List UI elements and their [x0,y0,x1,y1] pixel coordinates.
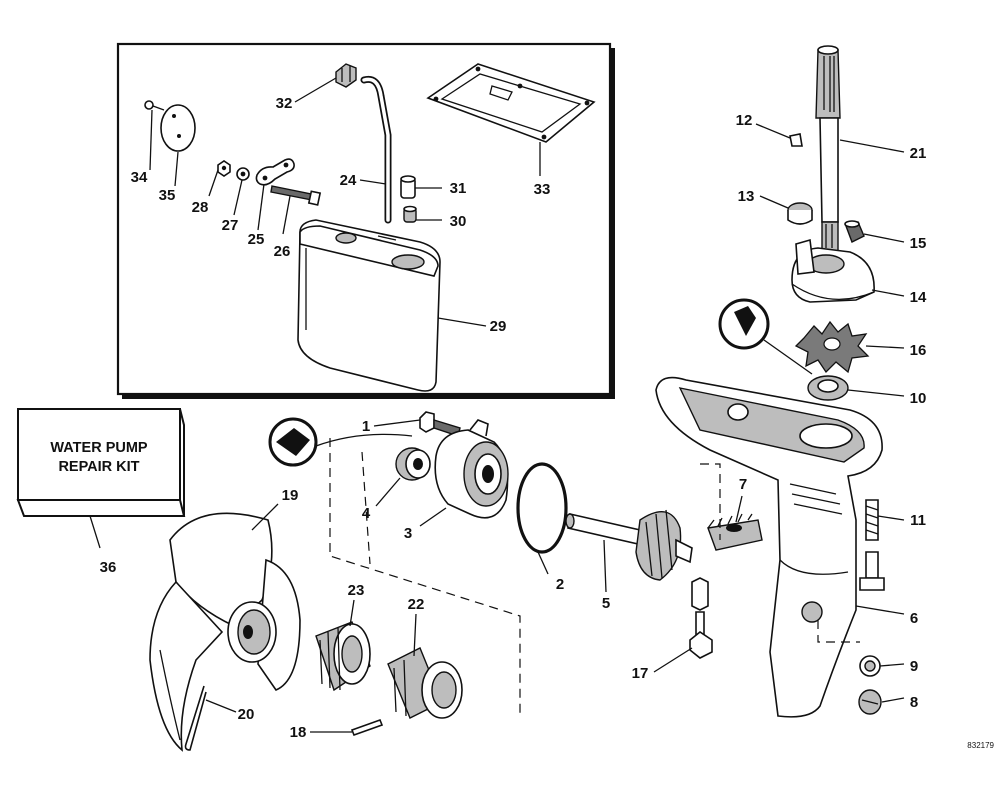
part-10-seal [807,375,849,401]
part-2-o-ring [516,462,568,554]
callout-4: 4 [362,505,371,522]
callout-17: 17 [632,665,649,682]
part-27-washer [236,167,250,181]
part-23-splined-drive [315,621,371,692]
part-29-exhaust-housing [297,219,441,392]
callout-3: 3 [404,525,412,542]
callout-1: 1 [362,418,370,435]
part-21-driveshaft [815,45,841,253]
seal-lubricant-icon [718,298,813,375]
callout-36: 36 [100,559,117,576]
kit-title-line-2: REPAIR KIT [58,459,139,475]
callout-22: 22 [408,596,425,613]
part-13-plug [787,202,813,225]
part-34-screw [144,100,165,111]
part-15-screw [844,220,865,243]
callout-8: 8 [910,694,918,711]
callout-18: 18 [290,724,307,741]
part-3-bearing-housing [434,419,509,519]
part-6-gearcase [655,376,883,718]
callout-10: 10 [910,390,927,407]
part-20-cotter-pin [184,685,207,751]
callout-26: 26 [274,243,291,260]
callout-33: 33 [534,181,551,198]
callout-19: 19 [282,487,299,504]
part-22-thrust-hub [387,647,463,719]
kit-title-line-1: WATER PUMP [50,440,148,456]
grease-applicator-icon [268,417,413,467]
figure-code: 832179 [967,741,994,750]
part-9-washer [859,655,881,677]
callout-12: 12 [736,112,753,129]
callout-13: 13 [738,188,755,205]
part-24-water-tube [360,75,392,224]
part-11-stud [859,499,885,591]
callout-34: 34 [131,169,148,186]
part-18-pin [350,718,384,737]
callout-24: 24 [340,172,357,189]
part-28-nut [217,160,231,177]
part-8-plug [858,689,882,715]
callout-6: 6 [910,610,918,627]
callout-31: 31 [450,180,467,197]
callout-25: 25 [248,231,265,248]
part-1-screw [419,411,461,437]
part-12-pin [789,133,803,147]
callout-11: 11 [910,512,926,529]
callout-2: 2 [556,576,564,593]
part-35-cover-plate [160,104,196,152]
part-4-spacer [395,447,431,481]
callout-28: 28 [192,199,209,216]
part-31-grommet [400,175,416,199]
callout-15: 15 [910,235,927,252]
callout-16: 16 [910,342,927,359]
callout-5: 5 [602,595,610,612]
callout-29: 29 [490,318,507,335]
part-32-grommet [335,63,357,88]
part-7-pinion-gear [707,513,763,551]
part-14-pump-housing [791,238,875,303]
callout-9: 9 [910,658,918,675]
leader-lines [89,77,905,733]
part-19-propeller [149,512,301,752]
callout-32: 32 [276,95,293,112]
callout-23: 23 [348,582,365,599]
callout-20: 20 [238,706,255,723]
assembly-dash-lines [329,438,860,716]
part-33-gasket [426,63,596,143]
part-16-impeller [794,320,870,374]
callout-numbers: 1 2 3 4 5 6 7 8 9 10 11 12 13 14 15 16 1… [100,95,927,741]
callout-35: 35 [159,187,176,204]
part-25-link [255,158,295,186]
callout-27: 27 [222,217,239,234]
callout-30: 30 [450,213,467,230]
callout-21: 21 [910,145,927,162]
callout-7: 7 [739,476,747,493]
part-5-propeller-shaft [565,509,693,581]
callout-14: 14 [910,289,927,306]
part-26-bolt [270,185,322,206]
part-30-grommet [403,205,417,223]
part-17-screw [689,577,713,659]
water-pump-repair-kit-box: WATER PUMP REPAIR KIT [16,408,186,517]
